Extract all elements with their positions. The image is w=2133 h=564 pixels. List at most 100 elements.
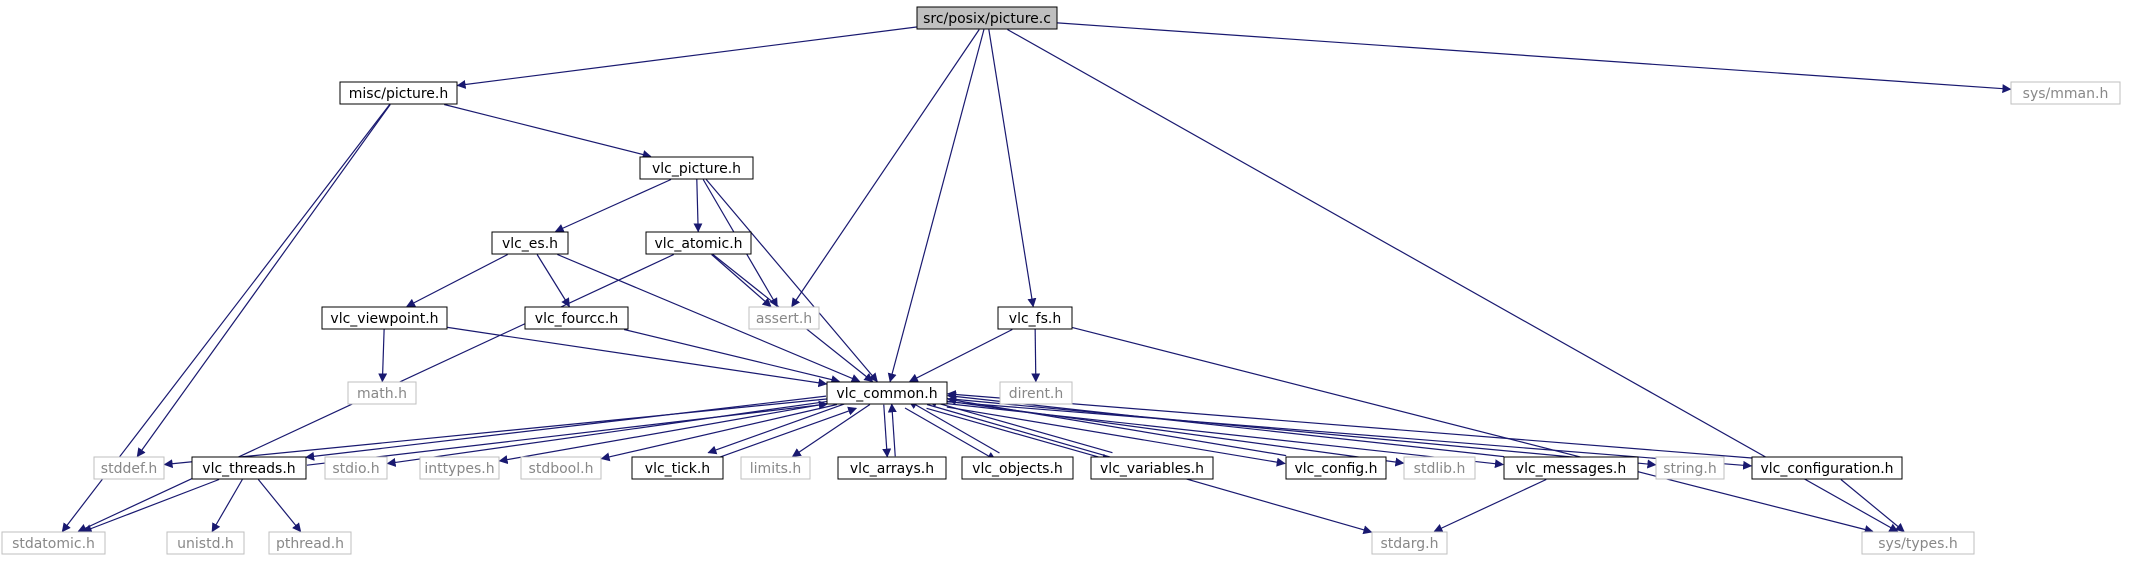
node-label: string.h [1663, 461, 1717, 477]
node-box [2010, 81, 2121, 105]
node-vlc-tick[interactable]: vlc_tick.h [631, 456, 724, 480]
node-label: vlc_config.h [1294, 461, 1377, 477]
node-label: vlc_threads.h [202, 461, 295, 477]
node-vlc-atomic[interactable]: vlc_atomic.h [645, 231, 752, 255]
node-vlc-common[interactable]: vlc_common.h [826, 381, 948, 405]
edge-vlc_picture-to-vlc_atomic [693, 179, 703, 233]
edge-vlc_common-to-stdio [386, 400, 827, 467]
node-layer: src/posix/picture.c misc/picture.h sys/mma… [1, 6, 2121, 555]
node-label: stdarg.h [1381, 536, 1439, 552]
node-vlc-viewpoint[interactable]: vlc_viewpoint.h [321, 306, 448, 330]
node-box [916, 6, 1058, 30]
node-box [491, 231, 569, 255]
edge-vlc_common-to-vlc_arrays [882, 404, 892, 458]
node-label: vlc_es.h [502, 236, 558, 252]
node-vlc-configuration[interactable]: vlc_configuration.h [1751, 456, 1903, 480]
node-vlc-fs[interactable]: vlc_fs.h [997, 306, 1073, 330]
edge-vlc_threads-to-vlc_common [306, 400, 828, 466]
edge-vlc_picture-to-vlc_es [554, 178, 672, 233]
node-box [1, 531, 106, 555]
node-label: vlc_variables.h [1100, 461, 1204, 477]
node-box [321, 306, 448, 330]
node-label: src/posix/picture.c [923, 11, 1051, 27]
edge-vlc_threads-to-unistd [211, 479, 243, 533]
edge-misc_picture-to-stddef [136, 104, 391, 458]
edge-vlc_messages-to-stdarg [1433, 478, 1547, 533]
node-vlc-es[interactable]: vlc_es.h [491, 231, 569, 255]
node-vlc-arrays[interactable]: vlc_arrays.h [837, 456, 947, 480]
node-box [826, 381, 948, 405]
edge-picture_c-to-sys_mman [1057, 22, 2012, 94]
node-box [1090, 456, 1214, 480]
node-box [1751, 456, 1903, 480]
node-vlc-messages[interactable]: vlc_messages.h [1503, 456, 1639, 480]
edge-misc_picture-to-vlc_picture [444, 103, 652, 159]
node-vlc-threads[interactable]: vlc_threads.h [191, 456, 307, 480]
node-label: vlc_common.h [836, 386, 937, 402]
node-box [740, 456, 811, 480]
node-vlc-config[interactable]: vlc_config.h [1285, 456, 1387, 480]
node-box [191, 456, 307, 480]
node-string: string.h [1655, 456, 1725, 480]
node-picture-c[interactable]: src/posix/picture.c [916, 6, 1058, 30]
node-vlc-picture[interactable]: vlc_picture.h [639, 156, 754, 180]
node-vlc-objects[interactable]: vlc_objects.h [961, 456, 1074, 480]
node-label: stdlib.h [1414, 461, 1466, 477]
node-label: stdbool.h [529, 461, 594, 477]
edge-vlc_es-to-vlc_common [557, 253, 861, 383]
edge-vlc_fs-to-sys_types [1072, 326, 1874, 534]
node-box [1371, 531, 1448, 555]
node-stdatomic: stdatomic.h [1, 531, 106, 555]
node-box [999, 381, 1073, 405]
node-label: vlc_objects.h [972, 461, 1063, 477]
edge-vlc_common-to-vlc_variables [926, 407, 1112, 463]
node-box [837, 456, 947, 480]
node-stdio: stdio.h [324, 456, 388, 480]
node-label: inttypes.h [424, 461, 494, 477]
node-label: vlc_fs.h [1009, 311, 1061, 327]
node-label: stdatomic.h [12, 536, 95, 552]
edge-vlc_es-to-vlc_fourcc [536, 254, 570, 308]
node-stdarg: stdarg.h [1371, 531, 1448, 555]
node-box [419, 456, 500, 480]
node-box [1285, 456, 1387, 480]
node-label: assert.h [756, 311, 812, 327]
node-assert: assert.h [748, 306, 820, 330]
edge-vlc_common-to-stdbool [600, 403, 838, 462]
node-vlc-fourcc[interactable]: vlc_fourcc.h [524, 306, 629, 330]
edge-picture_c-to-assert [791, 29, 980, 308]
edge-vlc_common-to-vlc_messages [946, 403, 1504, 469]
edge-vlc_common-to-vlc_threads [305, 395, 827, 461]
node-label: misc/picture.h [349, 86, 448, 102]
node-stdlib: stdlib.h [1403, 456, 1476, 480]
node-sys-mman: sys/mman.h [2010, 81, 2121, 105]
edge-vlc_config-to-vlc_common [947, 396, 1287, 457]
node-sys-types: sys/types.h [1861, 531, 1975, 555]
node-box [961, 456, 1074, 480]
node-dirent: dirent.h [999, 381, 1073, 405]
node-box [639, 156, 754, 180]
node-box [1403, 456, 1476, 480]
edge-vlc_common-to-vlc_tick [707, 400, 854, 455]
node-misc-picture[interactable]: misc/picture.h [339, 81, 458, 105]
edge-picture_c-to-vlc_fs [988, 29, 1037, 308]
edge-vlc_common-to-vlc_configuration [947, 401, 1753, 470]
node-box [93, 456, 165, 480]
edge-vlc_es-to-vlc_viewpoint [406, 253, 508, 308]
edge-vlc_configuration-to-vlc_common [946, 389, 1752, 459]
node-unistd: unistd.h [166, 531, 245, 555]
node-label: limits.h [750, 461, 801, 477]
node-label: vlc_viewpoint.h [330, 311, 438, 327]
node-label: sys/mman.h [2023, 86, 2109, 102]
edge-vlc_messages-to-vlc_common [947, 392, 1505, 458]
edge-vlc_fourcc-to-vlc_common [623, 328, 841, 384]
node-box [1503, 456, 1639, 480]
node-box [339, 81, 458, 105]
edge-vlc_variables-to-vlc_common [927, 398, 1113, 454]
edge-vlc_viewpoint-to-math [378, 329, 388, 383]
edge-vlc_common-to-vlc_objects [904, 407, 997, 461]
edge-vlc_common-to-stddef [163, 398, 827, 469]
node-box [645, 231, 752, 255]
node-vlc-variables[interactable]: vlc_variables.h [1090, 456, 1214, 480]
